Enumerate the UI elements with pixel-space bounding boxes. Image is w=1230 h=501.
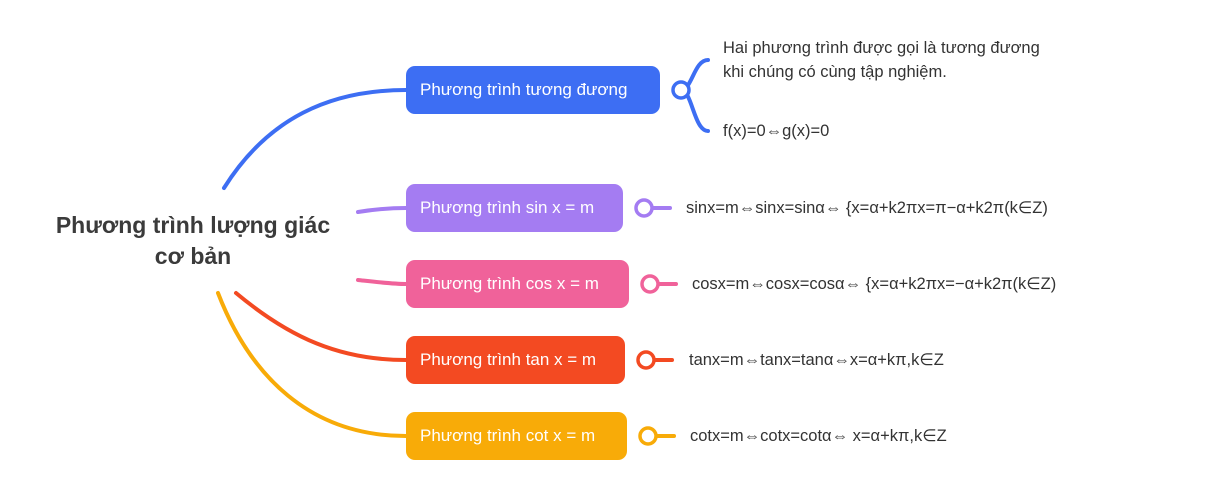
branch-node-cot[interactable]: Phương trình cot x = m [406,412,627,460]
link-root-red [234,291,408,362]
root-topic-line1: Phương trình lượng giác [55,212,331,238]
leaf-equivalent-definition-line2: khi chúng có cùng tập nghiệm. [723,63,947,81]
leaf-cot-formula[interactable]: cotx=m⇔cotx=cotα⇔ x=α+kπ,k∈Z [690,427,947,445]
link-root-pink [356,278,408,286]
link-root-blue [222,88,408,190]
root-topic[interactable]: Phương trình lượng giác cơ bản [38,210,348,272]
leaf-equivalent-formula[interactable]: f(x)=0⇔g(x)=0 [723,122,830,140]
leaf-sin-formula[interactable]: sinx=m⇔sinx=sinα⇔ {x=α+k2πx=π−α+k2π(k∈Z) [686,199,1048,217]
leaf-tan-formula[interactable]: tanx=m⇔tanx=tanα⇔x=α+kπ,k∈Z [689,351,944,369]
branch-node-equivalent[interactable]: Phương trình tương đương [406,66,660,114]
collapse-toggle-purple[interactable] [634,198,654,218]
collapse-toggle-red[interactable] [636,350,656,370]
link-root-purple [356,206,408,214]
link-root-orange [216,291,408,438]
branch-node-cos[interactable]: Phương trình cos x = m [406,260,629,308]
leaf-cos-formula[interactable]: cosx=m⇔cosx=cosα⇔ {x=α+k2πx=−α+k2π(k∈Z) [692,275,1057,293]
collapse-toggle-pink[interactable] [640,274,660,294]
collapse-toggle-blue[interactable] [671,80,691,100]
branch-node-sin[interactable]: Phương trình sin x = m [406,184,623,232]
leaf-equivalent-definition[interactable]: Hai phương trình được gọi là tương đương… [723,36,1040,84]
root-topic-line2: cơ bản [154,243,232,269]
leaf-equivalent-definition-line1: Hai phương trình được gọi là tương đương [723,39,1040,57]
collapse-toggle-orange[interactable] [638,426,658,446]
branch-node-tan[interactable]: Phương trình tan x = m [406,336,625,384]
